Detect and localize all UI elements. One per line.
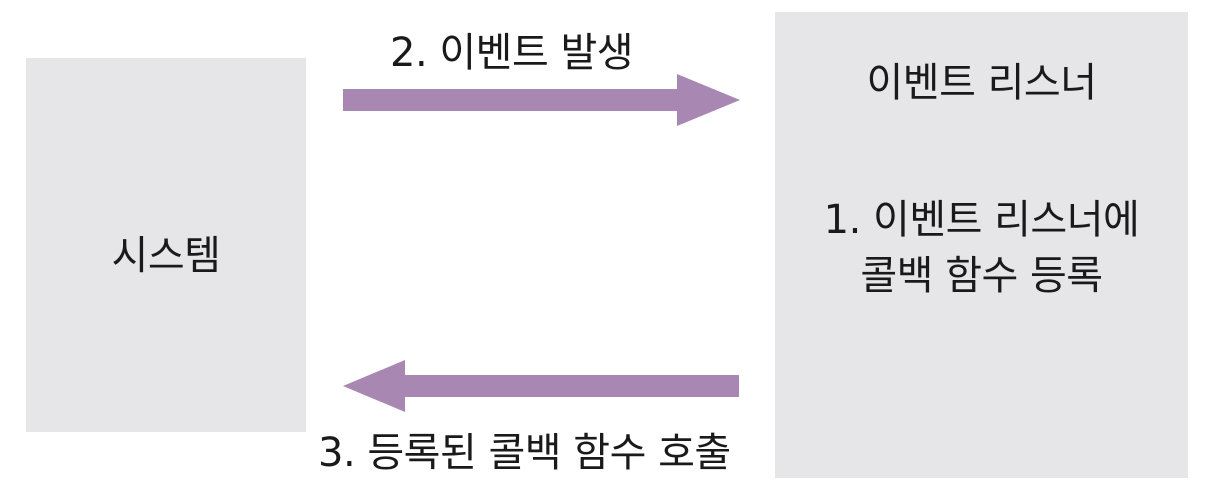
- event-occurs-arrow-shaft: [343, 89, 683, 111]
- system-label: 시스템: [111, 233, 221, 279]
- register-callback-line-1: 1. 이벤트 리스너에: [823, 197, 1140, 243]
- system-box: 시스템: [26, 58, 306, 432]
- register-callback-step: 1. 이벤트 리스너에 콜백 함수 등록: [775, 192, 1188, 304]
- callback-call-arrow: [343, 360, 739, 412]
- callback-call-arrow-head: [343, 360, 405, 412]
- event-occurs-arrow-head: [677, 74, 740, 126]
- register-callback-line-2: 콜백 함수 등록: [860, 253, 1103, 299]
- callback-call-arrow-shaft: [398, 375, 739, 397]
- event-listener-title: 이벤트 리스너: [866, 60, 1097, 106]
- callback-call-label: 3. 등록된 콜백 함수 호출: [318, 430, 731, 476]
- event-occurs-arrow: [343, 74, 740, 126]
- event-occurs-label: 2. 이벤트 발생: [390, 30, 634, 76]
- event-listener-box: 이벤트 리스너 1. 이벤트 리스너에 콜백 함수 등록: [775, 12, 1188, 478]
